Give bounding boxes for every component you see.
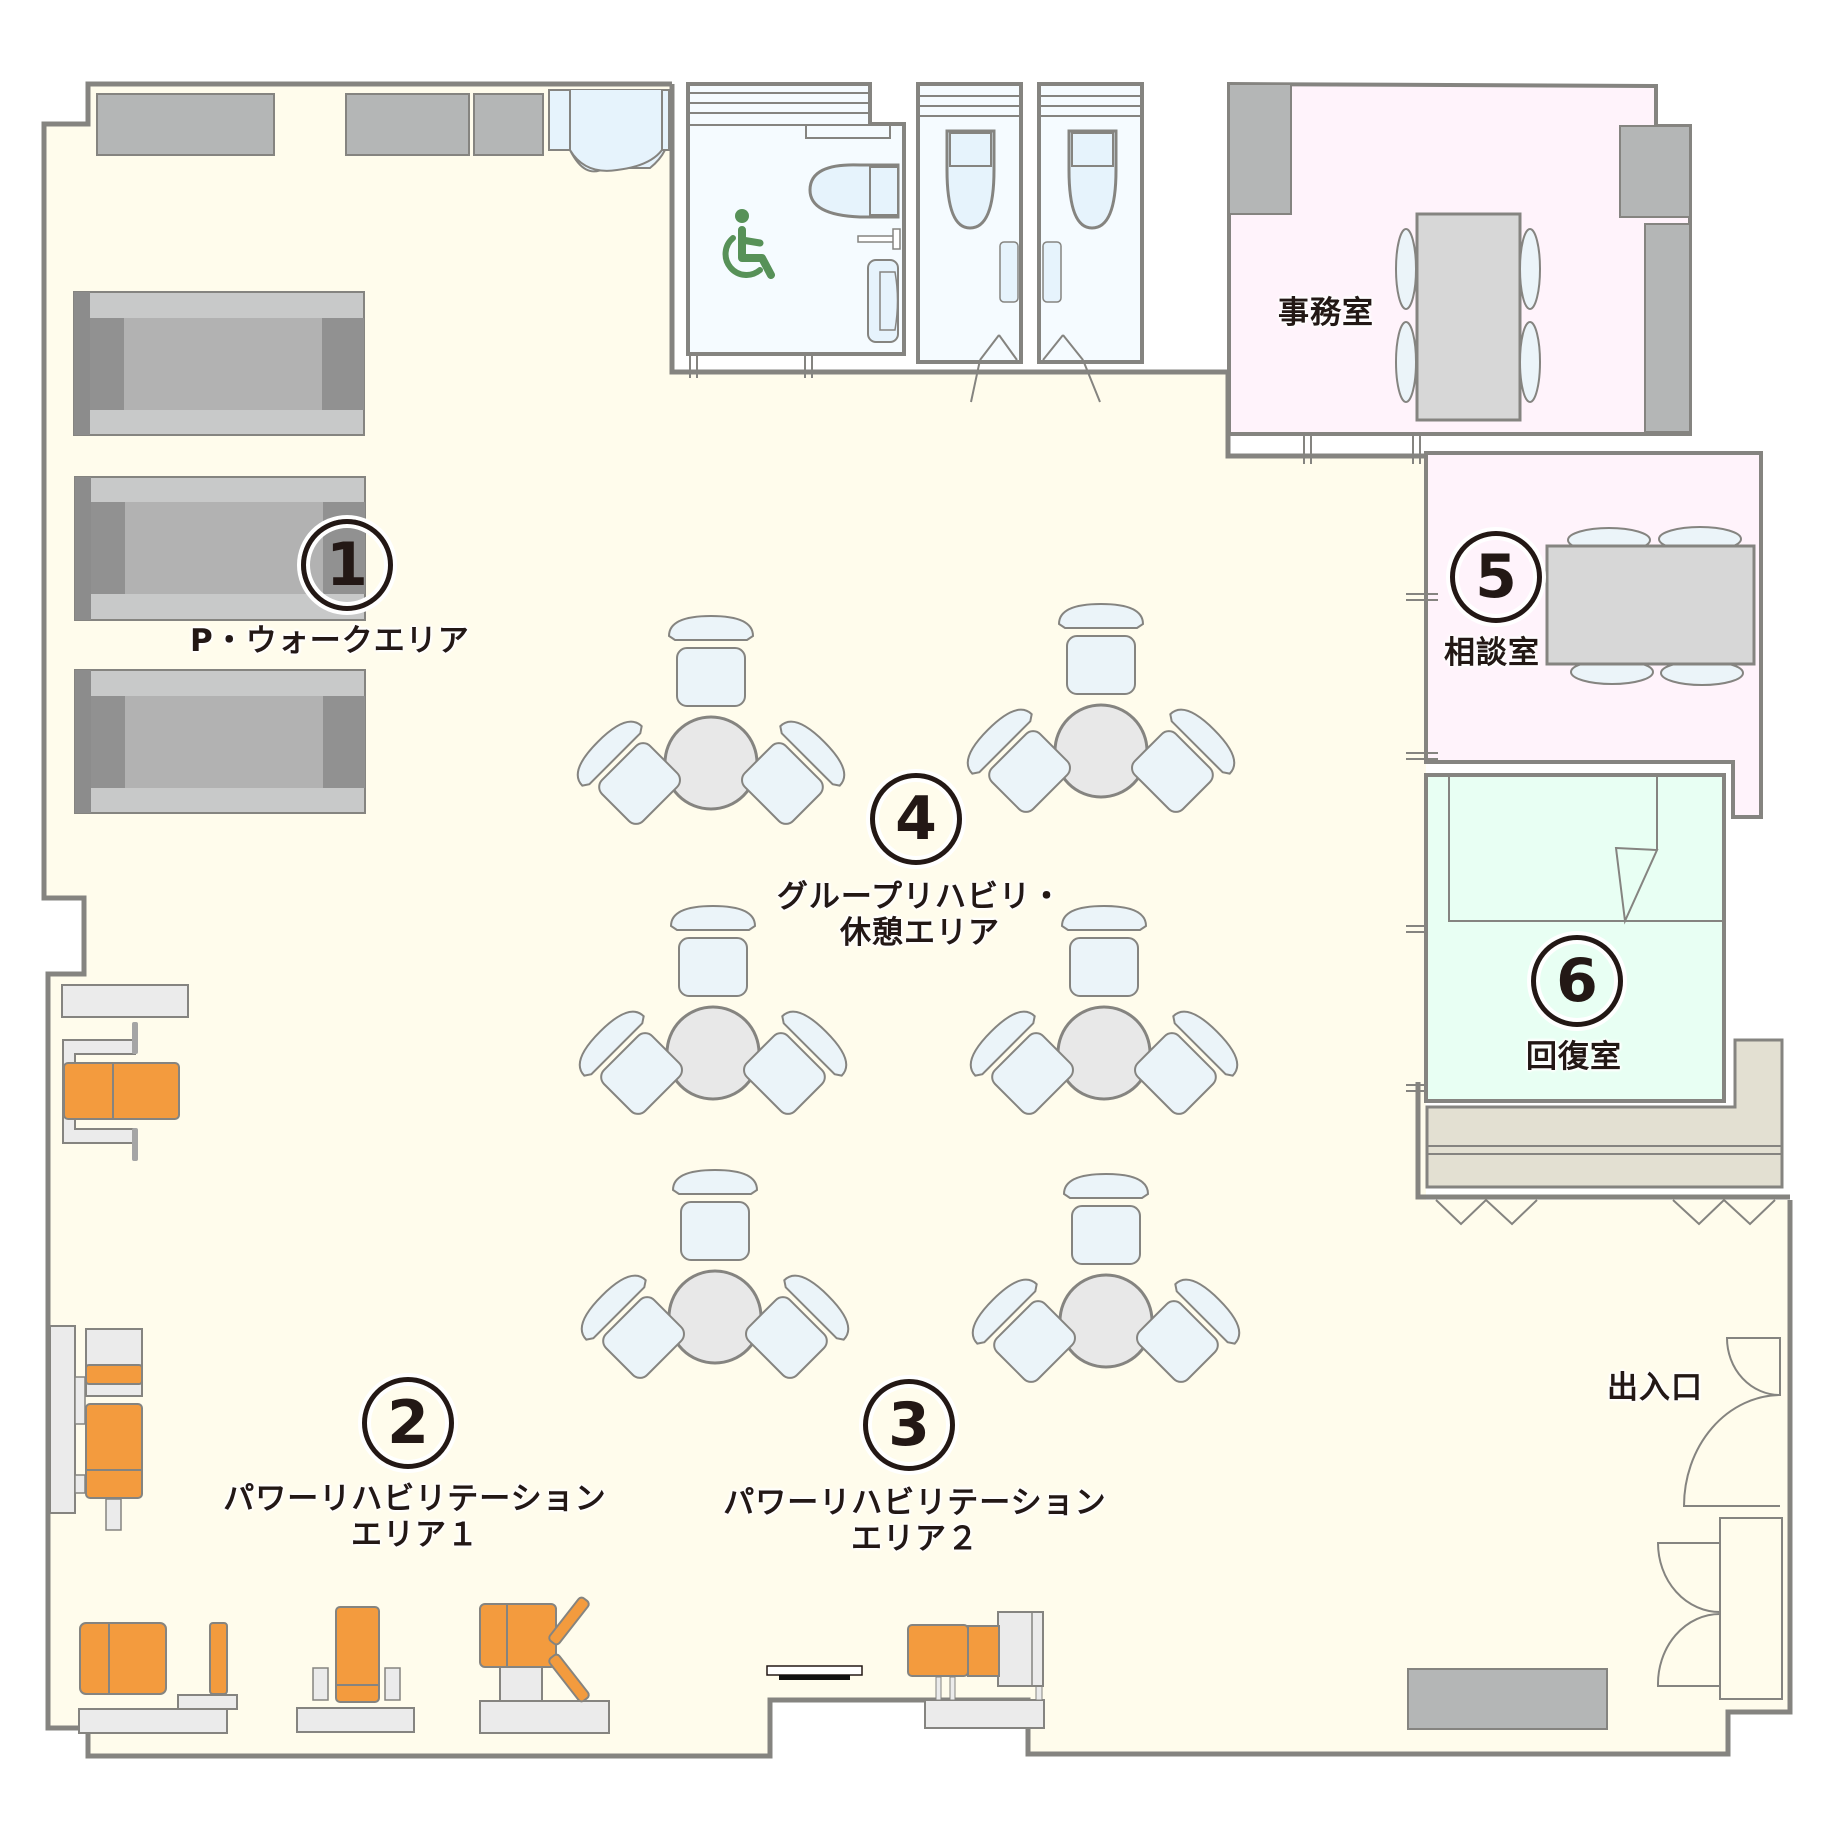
treadmill <box>73 291 365 436</box>
area-number-5-text: 5 <box>1475 542 1517 612</box>
entrance-doors[interactable] <box>1656 1337 1783 1700</box>
area-label-group-rehab-line1: グループリハビリ・ <box>776 879 1064 915</box>
area-number-6: 6 <box>1531 935 1623 1027</box>
storage-cabinets-top <box>96 93 544 156</box>
area-number-2: 2 <box>362 1377 454 1469</box>
area-number-1-text: 1 <box>326 530 368 600</box>
area-label-power-rehab-1-line2: エリア１ <box>351 1516 479 1553</box>
area-number-3: 3 <box>863 1379 955 1471</box>
area-label-group-rehab: グループリハビリ・ 休憩エリア <box>770 879 1070 951</box>
storage-cabinet-bottom <box>1407 1668 1608 1730</box>
room-label-entrance: 出入口 <box>1607 1370 1703 1406</box>
area-number-2-text: 2 <box>387 1388 429 1458</box>
area-number-4-text: 4 <box>895 784 937 854</box>
power-rehab-machines <box>49 984 1045 1734</box>
accessible-restroom <box>686 82 906 356</box>
treadmill <box>74 669 366 814</box>
area-number-1: 1 <box>301 519 393 611</box>
recovery-room <box>1415 773 1790 1226</box>
area-label-power-rehab-2-line1: パワーリハビリテーション <box>723 1485 1107 1521</box>
room-label-office: 事務室 <box>1278 295 1374 331</box>
wheelchair-icon <box>722 209 775 279</box>
area-label-recovery: 回復室 <box>1526 1039 1622 1075</box>
restroom-2 <box>1037 82 1144 403</box>
wash-basin <box>548 89 670 173</box>
office-room <box>1227 81 1692 436</box>
area-label-power-rehab-2-line2: エリア２ <box>851 1520 979 1557</box>
area-label-power-rehab-1-line1: パワーリハビリテーション <box>223 1481 607 1517</box>
restroom-1 <box>916 82 1023 403</box>
area-label-power-rehab-1: パワーリハビリテーション エリア１ <box>190 1481 640 1553</box>
area-label-group-rehab-line2: 休憩エリア <box>840 914 1000 951</box>
area-number-5: 5 <box>1450 531 1542 623</box>
area-number-3-text: 3 <box>888 1390 930 1460</box>
area-label-consultation: 相談室 <box>1444 635 1540 671</box>
area-label-p-walk: P・ウォークエリア <box>190 623 470 659</box>
area-label-power-rehab-2: パワーリハビリテーション エリア２ <box>690 1485 1140 1557</box>
area-number-4: 4 <box>870 773 962 865</box>
area-number-6-text: 6 <box>1556 946 1598 1016</box>
treadmills <box>73 291 366 814</box>
